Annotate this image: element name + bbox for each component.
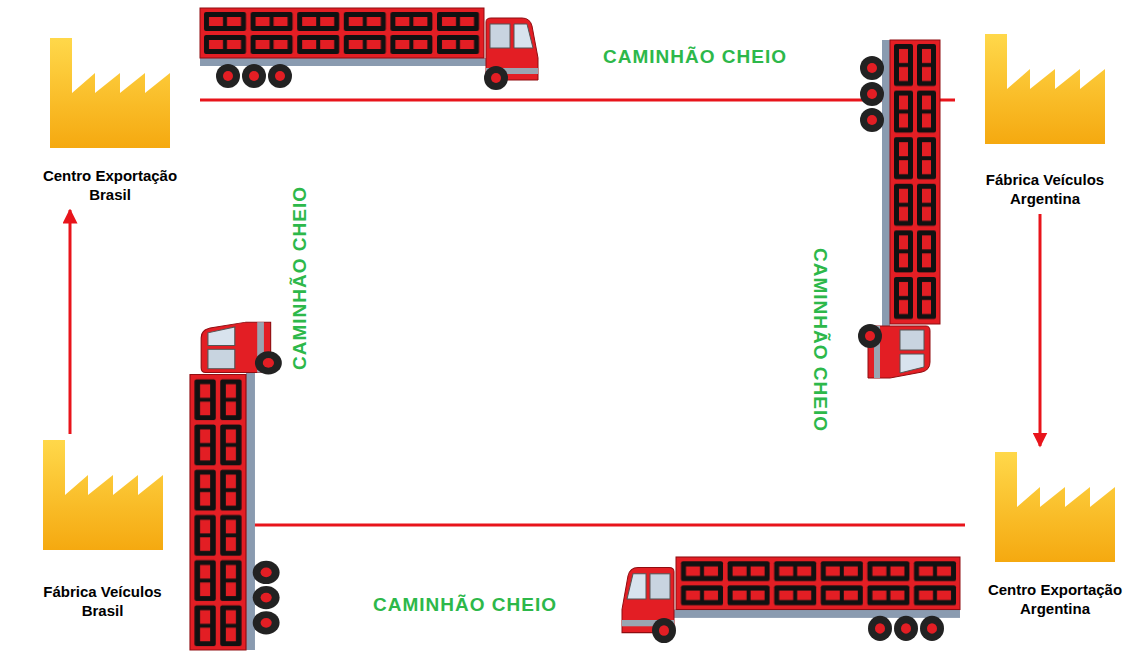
factory-node: Centro Exportação Brasil — [20, 38, 200, 204]
factory-shape — [995, 452, 1115, 562]
factory-icon — [985, 34, 1105, 144]
edge-label: CAMINHÃO CHEIO — [370, 594, 560, 616]
flow-arrow — [69, 210, 72, 434]
factory-node: Centro Exportação Argentina — [965, 452, 1145, 618]
factory-icon — [50, 38, 170, 148]
route-label: CAMINHÃO CHEIO — [289, 183, 311, 373]
truck-left — [190, 322, 282, 650]
factory-node: Fábrica Veículos Argentina — [955, 34, 1135, 208]
factory-icon — [995, 452, 1115, 562]
route-line — [190, 524, 965, 527]
truck-top — [200, 8, 538, 90]
route-line — [200, 99, 955, 102]
node-label: Fábrica Veículos Brasil — [28, 582, 178, 620]
factory-shape — [985, 34, 1105, 144]
node-label: Centro Exportação Brasil — [35, 166, 185, 204]
flow-arrow — [1039, 214, 1042, 446]
truck-right — [858, 40, 940, 378]
edge-label: CAMINHÃO CHEIO — [600, 46, 790, 68]
factory-node: Fábrica Veículos Brasil — [15, 440, 190, 620]
node-label: Fábrica Veículos Argentina — [970, 170, 1120, 208]
factory-icon — [43, 440, 163, 550]
factory-shape — [50, 38, 170, 148]
truck-bottom — [622, 557, 960, 643]
route-label: CAMINHÃO CHEIO — [809, 245, 831, 435]
node-label: Centro Exportação Argentina — [975, 580, 1135, 618]
factory-shape — [43, 440, 163, 550]
